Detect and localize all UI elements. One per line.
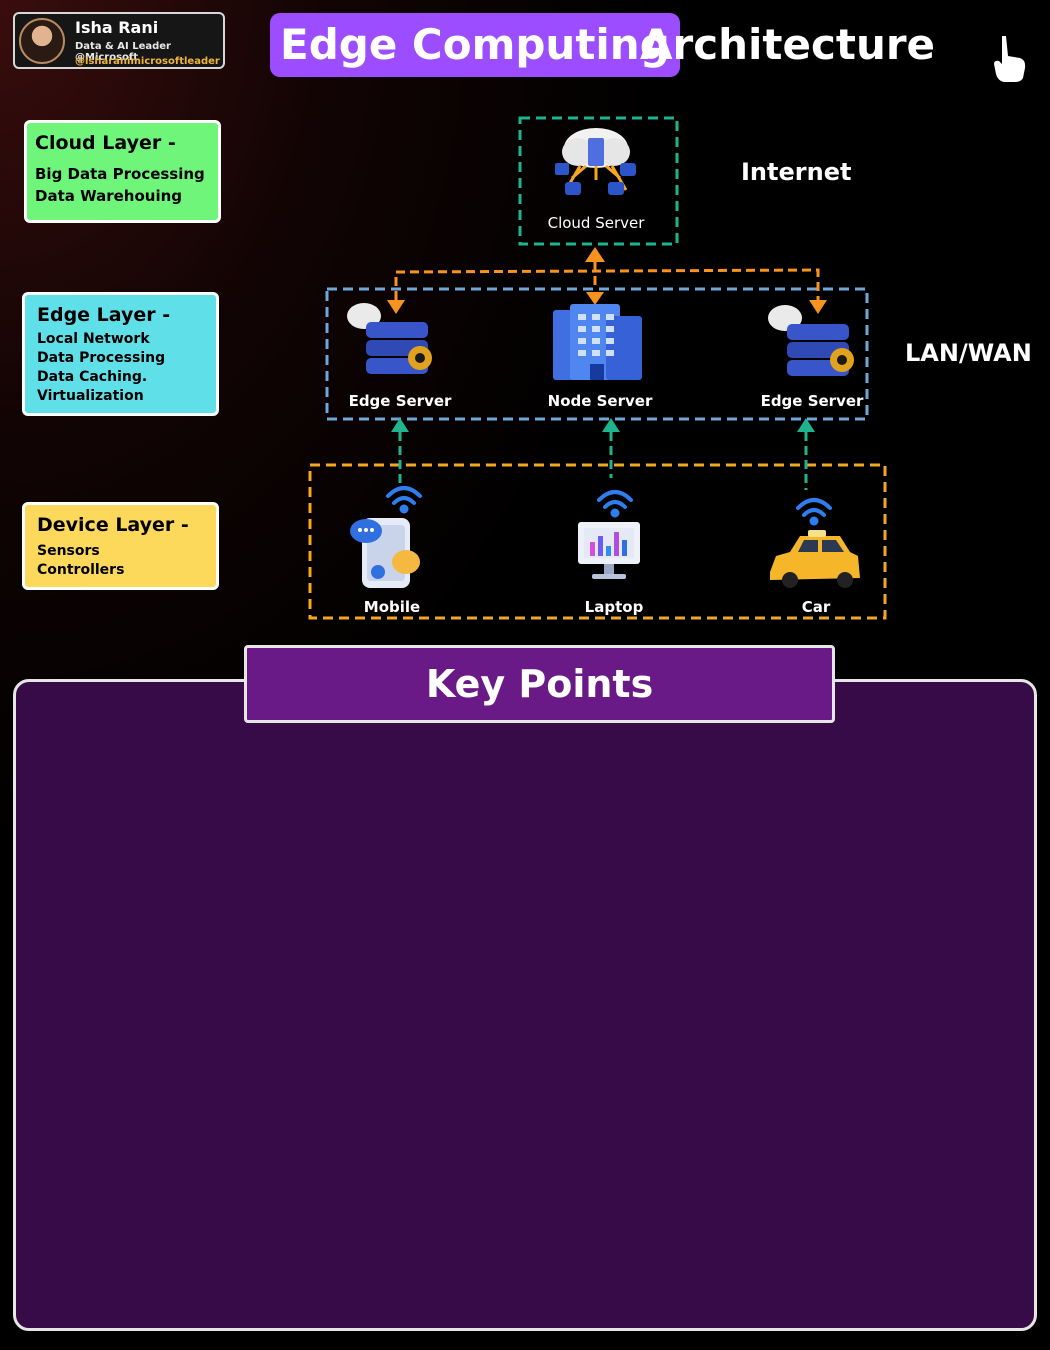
cloud-layer-title: Cloud Layer -: [35, 132, 176, 154]
title-rest: Architecture: [640, 20, 936, 69]
cloud-zone-box: [518, 116, 679, 246]
node-server-label: Node Server: [547, 392, 653, 410]
car-label: Car: [801, 598, 831, 616]
profile-handle: @isharanimicrosoftleader: [75, 56, 220, 67]
device-zone-box: [308, 463, 887, 620]
cloud-to-edge-connectors: [394, 262, 820, 300]
edge-layer-card: Edge Layer - Local Network Data Processi…: [22, 292, 219, 416]
cloud-layer-card: Cloud Layer - Big Data Processing Data W…: [24, 120, 221, 223]
cloud-server-icon: [555, 128, 636, 195]
mobile-label: Mobile: [363, 598, 421, 616]
edge-layer-line: Data Caching.: [37, 369, 148, 385]
wifi-icon: [386, 486, 422, 514]
key-points-title: Key Points: [244, 645, 835, 723]
architecture-diagram: [308, 116, 887, 620]
laptop-icon: [578, 522, 640, 579]
arrow-up-node-server: [602, 418, 620, 432]
arrow-up-edge-left: [391, 418, 409, 432]
edge-server-left-icon: [347, 303, 432, 374]
cloud-server-label: Cloud Server: [547, 214, 645, 232]
edge-layer-line: Data Processing: [37, 350, 166, 366]
pointing-hand-icon: [994, 36, 1026, 82]
arrow-up-edge-right: [797, 418, 815, 432]
edge-layer-line: Local Network: [37, 331, 150, 347]
profile-name: Isha Rani: [75, 18, 159, 37]
lan-wan-label: LAN/WAN: [905, 339, 1032, 367]
avatar: [19, 18, 65, 64]
wifi-icon: [796, 498, 832, 526]
profile-badge: Isha Rani Data & AI Leader @Microsoft @i…: [13, 12, 225, 69]
device-layer-line: Controllers: [37, 562, 125, 578]
arrow-down-node-server: [586, 292, 604, 305]
car-icon: [770, 530, 860, 588]
edge-layer-line: Virtualization: [37, 388, 144, 404]
title-highlight: Edge Computing: [270, 13, 680, 77]
cloud-layer-line: Data Warehouing: [35, 187, 183, 205]
device-to-edge-connectors: [398, 432, 808, 490]
wifi-icon: [597, 490, 633, 518]
edge-server-right-icon: [768, 305, 854, 376]
edge-server-right-label: Edge Server: [760, 392, 864, 410]
laptop-label: Laptop: [584, 598, 644, 616]
profile-role: Data & AI Leader @Microsoft: [75, 41, 171, 63]
arrow-down-edge-left: [387, 300, 405, 314]
mobile-icon: [350, 518, 420, 588]
node-server-icon: [553, 304, 642, 380]
edge-layer-title: Edge Layer -: [37, 304, 171, 326]
cloud-layer-line: Big Data Processing: [35, 165, 205, 183]
device-layer-line: Sensors: [37, 543, 100, 559]
arrow-up-to-cloud: [585, 247, 605, 262]
device-layer-card: Device Layer - Sensors Controllers: [22, 502, 219, 590]
device-layer-title: Device Layer -: [37, 514, 189, 536]
edge-server-left-label: Edge Server: [348, 392, 452, 410]
key-points-panel: [13, 679, 1037, 1331]
internet-label: Internet: [741, 158, 852, 186]
arrow-down-edge-right: [809, 300, 827, 314]
